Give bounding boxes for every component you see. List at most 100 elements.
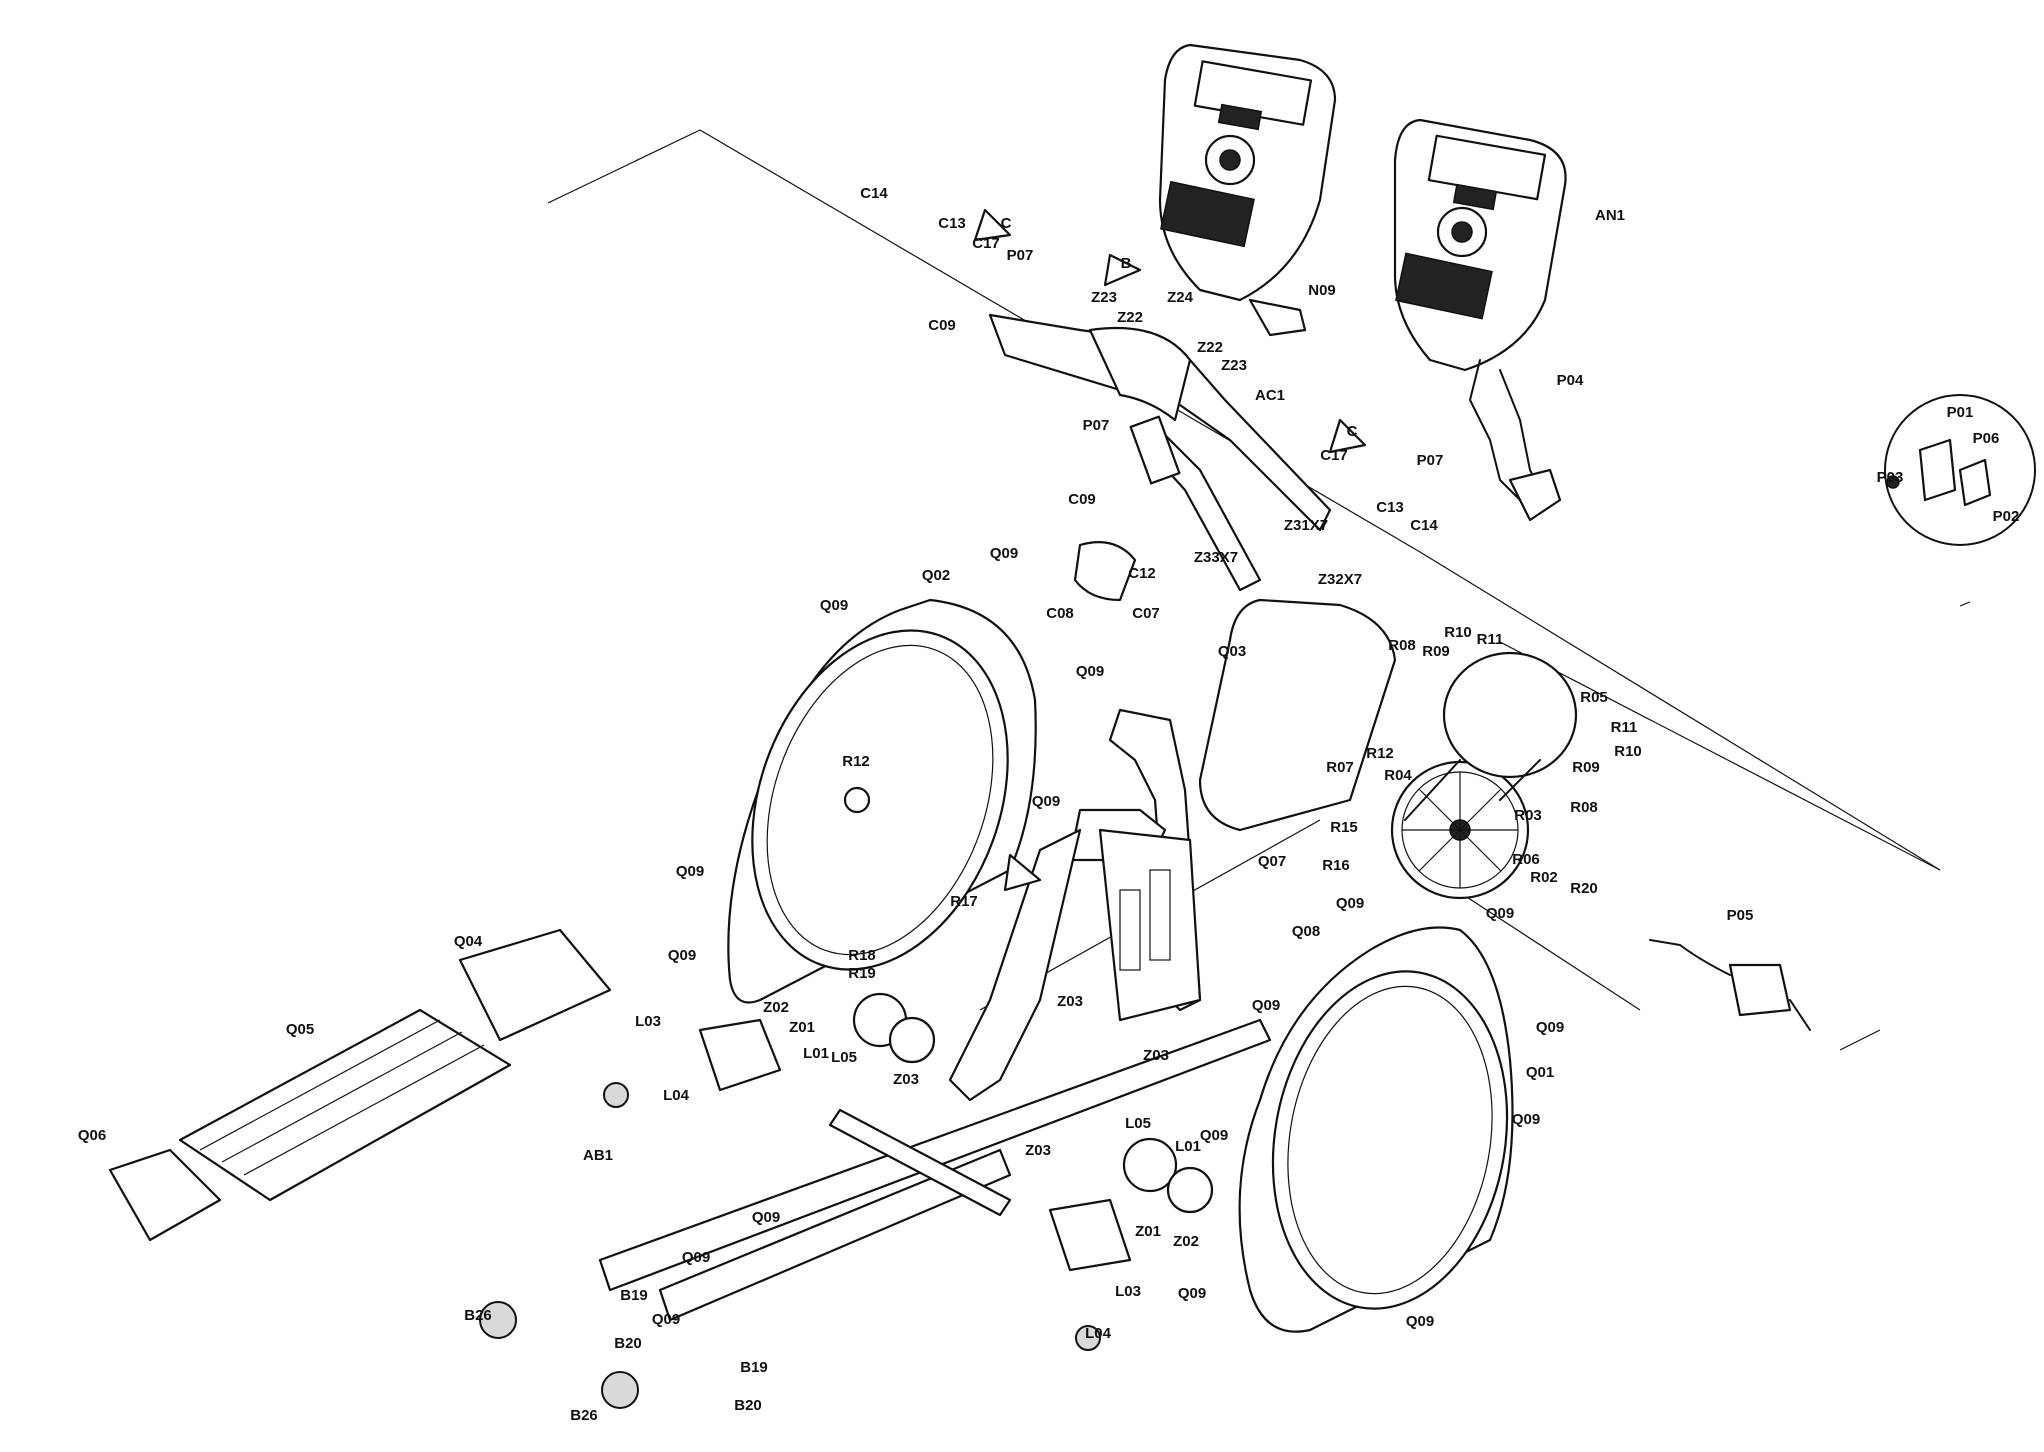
part-label-L05: L05 [831,1049,857,1066]
part-label-R06: R06 [1512,851,1540,868]
part-label-R15: R15 [1330,819,1358,836]
part-label-C13: C13 [938,215,966,232]
part-label-Z23: Z23 [1091,289,1117,306]
part-label-L01b: L01 [1175,1138,1201,1155]
part-label-P03: P03 [1877,469,1904,486]
part-label-Z31X7: Z31X7 [1284,517,1328,534]
part-label-P04: P04 [1557,372,1584,389]
part-label-Q09m: Q09 [752,1209,780,1226]
part-label-Q02: Q02 [922,567,950,584]
part-label-R20: R20 [1570,880,1598,897]
part-label-R11b: R11 [1611,719,1638,736]
part-label-AN1: AN1 [1595,207,1625,224]
part-label-Q09d: Q09 [1032,793,1060,810]
part-label-P07c: P07 [1417,452,1444,469]
part-label-R03: R03 [1514,807,1542,824]
part-label-Z33X7: Z33X7 [1194,549,1238,566]
part-label-Q07: Q07 [1258,853,1286,870]
part-label-B26: B26 [464,1307,492,1324]
part-label-B20: B20 [614,1335,642,1352]
part-label-P07: P07 [1007,247,1034,264]
part-label-Z23b: Z23 [1221,357,1247,374]
part-label-Z01: Z01 [789,1019,815,1036]
part-label-Z02b: Z02 [1173,1233,1199,1250]
part-label-B19: B19 [620,1287,648,1304]
part-label-R05: R05 [1580,689,1608,706]
part-label-Q09k: Q09 [1512,1111,1540,1128]
part-label-R16: R16 [1322,857,1350,874]
part-label-Z03d: Z03 [1025,1142,1051,1159]
part-label-Q09o: Q09 [1178,1285,1206,1302]
part-label-L04b: L04 [1085,1325,1112,1342]
part-label-R12b: R12 [1366,745,1394,762]
part-label-P02: P02 [1993,508,2020,525]
part-label-Z03b: Z03 [1143,1047,1169,1064]
part-label-P05: P05 [1727,907,1754,924]
part-label-R07: R07 [1326,759,1354,776]
part-label-B19b: B19 [740,1359,768,1376]
part-label-R10b: R10 [1614,743,1642,760]
console-main [1393,118,1567,372]
part-label-C17b: C17 [1320,447,1348,464]
cover-q03 [1198,598,1397,832]
part-label-Q09f: Q09 [1486,905,1514,922]
part-label-C17: C17 [972,235,1000,252]
part-label-Z01b: Z01 [1135,1223,1161,1240]
part-label-Z22: Z22 [1117,309,1143,326]
part-label-triB: B [1121,255,1132,272]
part-label-Z24: Z24 [1167,289,1194,306]
part-label-R09: R09 [1422,643,1450,660]
shroud-left [727,598,1037,1004]
wiring-harness [1248,298,1562,522]
part-label-L03b: L03 [1115,1283,1141,1300]
main-frame [598,708,1272,1322]
part-label-Q08: Q08 [1292,923,1320,940]
part-label-triC: C [1001,215,1012,232]
part-label-R08: R08 [1388,637,1416,654]
part-label-R02: R02 [1530,869,1558,886]
part-label-C07: C07 [1132,605,1160,622]
part-label-Q01: Q01 [1526,1064,1554,1081]
part-label-R19: R19 [848,965,876,982]
part-label-Q09c: Q09 [1076,663,1104,680]
part-label-C13b: C13 [1376,499,1404,516]
part-label-Q03: Q03 [1218,643,1246,660]
part-label-AC1: AC1 [1255,387,1285,404]
part-label-C14: C14 [860,185,888,202]
part-label-R08b: R08 [1570,799,1598,816]
part-label-P07b: P07 [1083,417,1110,434]
part-label-triC2: C [1347,423,1358,440]
part-label-L05b: L05 [1125,1115,1151,1132]
part-label-Q05: Q05 [286,1021,314,1038]
part-label-C14b: C14 [1410,517,1438,534]
console-upper [1158,43,1337,302]
rollers [479,992,1214,1409]
part-label-Q09n: Q09 [682,1249,710,1266]
pulley [1404,651,1578,821]
part-label-C12: C12 [1128,565,1156,582]
part-label-R10: R10 [1444,624,1472,641]
part-label-Q09l: Q09 [1200,1127,1228,1144]
part-label-Z02: Z02 [763,999,789,1016]
part-label-Z03: Z03 [1057,993,1083,1010]
part-label-Q09q: Q09 [1406,1313,1434,1330]
part-label-Z32X7: Z32X7 [1318,571,1362,588]
detail-callout-circle [1884,394,2036,546]
part-label-B20b: B20 [734,1397,762,1414]
part-label-Z03c: Z03 [893,1071,919,1088]
part-label-Q09i: Q09 [1252,997,1280,1014]
part-label-Q09g: Q09 [1336,895,1364,912]
part-label-Q06: Q06 [78,1127,106,1144]
pedal-platform [108,928,1132,1272]
flywheel [1390,760,1530,900]
part-label-R17: R17 [950,893,978,910]
part-label-R09b: R09 [1572,759,1600,776]
shroud-right [1238,926,1514,1333]
part-label-R12: R12 [842,753,870,770]
part-label-C09b: C09 [1068,491,1096,508]
part-label-Q09p: Q09 [652,1311,680,1328]
part-label-Q04: Q04 [454,933,483,950]
part-label-Q09e: Q09 [676,863,704,880]
